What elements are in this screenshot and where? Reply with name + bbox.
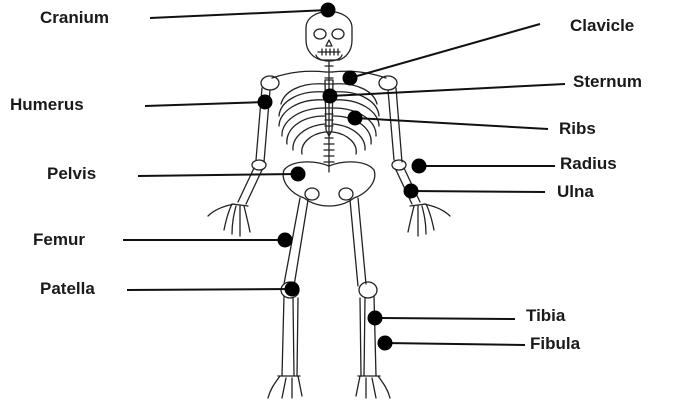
cranium-marker (321, 3, 336, 18)
left-shoulder (261, 76, 279, 90)
ribs-marker (348, 111, 363, 126)
ulna-label: Ulna (557, 182, 594, 202)
nasal-cavity (326, 40, 332, 46)
fibula-leader (385, 343, 525, 345)
femur-marker (278, 233, 293, 248)
sternum-marker (323, 89, 338, 104)
fibula-marker (378, 336, 393, 351)
pelvis-right-hole (339, 188, 353, 200)
ribs-left (279, 84, 325, 154)
sternum-label: Sternum (573, 72, 642, 92)
humerus-marker (258, 95, 273, 110)
left-hand (208, 204, 250, 236)
ulna-marker (404, 184, 419, 199)
right-eye-socket (332, 29, 344, 39)
teeth (318, 49, 340, 55)
clavicle-label: Clavicle (570, 16, 634, 36)
pelvis-label: Pelvis (47, 164, 96, 184)
pelvis-leader (138, 174, 298, 176)
tibia-fibula-left (282, 296, 298, 376)
patella-label: Patella (40, 279, 95, 299)
femur-bone-right (350, 198, 366, 286)
radius-marker (412, 159, 427, 174)
ribs-label: Ribs (559, 119, 596, 139)
pelvis-left-hole (305, 188, 319, 200)
clavicle-marker (343, 71, 358, 86)
cranium-label: Cranium (40, 8, 109, 28)
left-eye-socket (314, 29, 326, 39)
right-foot (356, 376, 390, 398)
ribs-leader (355, 118, 548, 129)
humerus-label: Humerus (10, 95, 84, 115)
right-hand (408, 204, 450, 236)
clavicle-bone-left (272, 71, 326, 78)
humerus-bone-right (388, 88, 402, 162)
skull-outline (306, 12, 352, 61)
right-shoulder (379, 76, 397, 90)
tibia-leader (375, 318, 515, 319)
pelvis-marker (291, 167, 306, 182)
fibula-label: Fibula (530, 334, 580, 354)
cranium-leader (150, 10, 328, 18)
left-foot (268, 376, 302, 398)
humerus-leader (145, 102, 265, 106)
patella-marker (285, 282, 300, 297)
tibia-fibula-right (360, 296, 376, 376)
tibia-label: Tibia (526, 306, 565, 326)
clavicle-leader (350, 24, 540, 78)
femur-label: Femur (33, 230, 85, 250)
radius-label: Radius (560, 154, 617, 174)
forearm-left (238, 168, 262, 204)
ulna-leader (411, 191, 545, 192)
patella-leader (127, 289, 292, 290)
tibia-marker (368, 311, 383, 326)
